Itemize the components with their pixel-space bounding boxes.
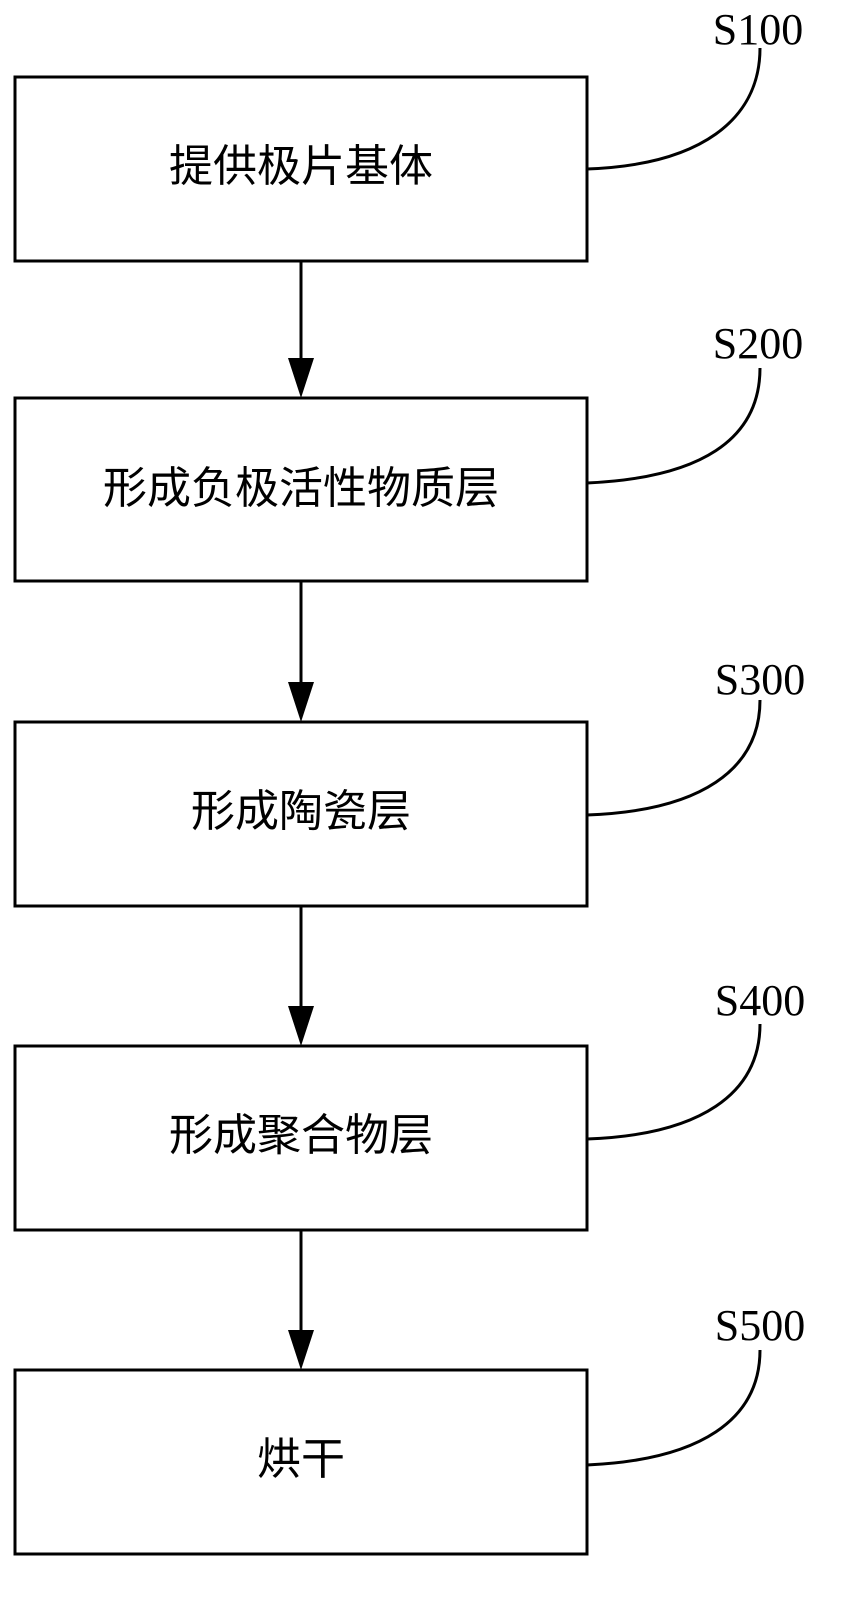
- step-box-s400: [13, 1044, 589, 1232]
- step-s300: 形成陶瓷层 S300: [13, 655, 805, 908]
- step-s200: 形成负极活性物质层 S200: [13, 319, 803, 583]
- step-box-s100: [13, 75, 589, 263]
- arrow-head: [288, 358, 314, 398]
- step-box-s300: [13, 720, 589, 908]
- step-text-s500: 烘干: [257, 1434, 345, 1485]
- step-label-s100: S100: [713, 5, 803, 54]
- arrow-s400-s500: [288, 1230, 314, 1370]
- step-label-s500: S500: [715, 1301, 805, 1350]
- arrow-s300-s400: [288, 906, 314, 1046]
- leader-s500: [586, 1349, 762, 1467]
- step-label-s300: S300: [715, 655, 805, 704]
- leader-s400: [586, 1023, 762, 1141]
- leader-s200: [586, 367, 762, 485]
- step-label-s200: S200: [713, 319, 803, 368]
- arrow-s100-s200: [288, 261, 314, 398]
- step-text-s400: 形成聚合物层: [169, 1110, 433, 1161]
- step-text-s300: 形成陶瓷层: [191, 786, 411, 837]
- leader-s300: [586, 699, 762, 817]
- step-box-s200: [13, 396, 589, 583]
- step-s500: 烘干 S500: [13, 1301, 805, 1556]
- leader-s100: [586, 47, 762, 171]
- arrow-head: [288, 1006, 314, 1046]
- step-text-s100: 提供极片基体: [169, 141, 433, 192]
- arrow-s200-s300: [288, 581, 314, 722]
- arrow-head: [288, 1330, 314, 1370]
- step-s400: 形成聚合物层 S400: [13, 976, 805, 1232]
- step-box-s500: [13, 1368, 589, 1556]
- step-s100: 提供极片基体 S100: [13, 5, 803, 263]
- step-label-s400: S400: [715, 976, 805, 1025]
- step-text-s200: 形成负极活性物质层: [103, 463, 499, 514]
- arrow-head: [288, 682, 314, 722]
